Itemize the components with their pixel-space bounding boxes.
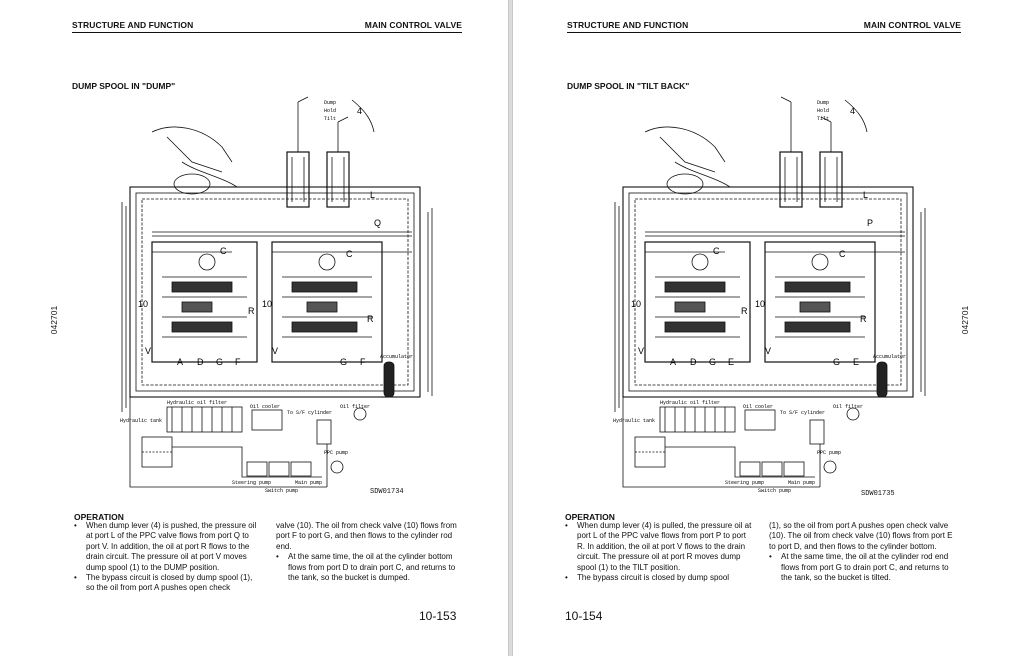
main-pump-label: Main pump — [295, 480, 322, 486]
accumulator-label: Accumulator — [873, 354, 906, 360]
hydraulic-oil-filter-label: Hydraulic oil filter — [167, 400, 227, 406]
port-q-label: Q — [374, 218, 381, 228]
port-v-label-2: V — [272, 346, 278, 356]
port-v-label: V — [638, 346, 644, 356]
text-column-2: (1), so the oil from port A pushes open … — [769, 521, 957, 583]
port-g-label: G — [216, 357, 223, 367]
figure-number: SDW01734 — [370, 488, 404, 496]
paragraph: valve (10). The oil from check valve (10… — [276, 521, 457, 551]
accumulator-label: Accumulator — [380, 354, 413, 360]
hydraulic-tank-label: Hydraulic tank — [613, 418, 655, 424]
right-page: STRUCTURE AND FUNCTION MAIN CONTROL VALV… — [512, 0, 1024, 656]
port-l-label: L — [370, 190, 375, 200]
paragraph: •At the same time, the oil at the cylind… — [276, 552, 456, 583]
oil-filter-label: Oil filter — [833, 404, 863, 410]
page-number: 10-153 — [419, 609, 457, 623]
header-chapter-title: MAIN CONTROL VALVE — [863, 20, 961, 30]
port-g-label-2: G — [340, 357, 347, 367]
paragraph: •When dump lever (4) is pushed, the pres… — [74, 521, 257, 572]
port-f-label: F — [235, 357, 241, 367]
ppc-pump-label: PPC pump — [324, 450, 348, 456]
lever-position-hold: Hold — [817, 108, 829, 114]
header-section-title: STRUCTURE AND FUNCTION — [72, 20, 194, 30]
to-sf-cylinder-label: To S/F cylinder — [780, 410, 825, 416]
callout-10: 10 — [631, 299, 641, 309]
circuit-svg: 4 Dump Hold Tilt L Q C C 10 10 R R V V G… — [120, 96, 433, 494]
switch-pump-label: Switch pump — [265, 488, 298, 494]
port-c-label-2: C — [839, 249, 846, 259]
figure-title: DUMP SPOOL IN "TILT BACK" — [567, 81, 690, 91]
port-r-label: R — [248, 306, 255, 316]
callout-10: 10 — [138, 299, 148, 309]
port-r-label-2: R — [367, 314, 374, 324]
left-page: STRUCTURE AND FUNCTION MAIN CONTROL VALV… — [0, 0, 509, 656]
port-d-label: D — [197, 357, 204, 367]
to-sf-cylinder-label: To S/F cylinder — [287, 410, 332, 416]
section-heading: OPERATION — [565, 512, 615, 522]
text-column-1: •When dump lever (4) is pulled, the pres… — [565, 521, 753, 583]
port-a-label: A — [177, 357, 183, 367]
section-heading: OPERATION — [74, 512, 124, 522]
side-code: 042701 — [49, 305, 60, 335]
callout-4: 4 — [357, 106, 362, 116]
figure-title: DUMP SPOOL IN "DUMP" — [72, 81, 176, 91]
running-header: STRUCTURE AND FUNCTION MAIN CONTROL VALV… — [72, 20, 462, 33]
hydraulic-oil-filter-label: Hydraulic oil filter — [660, 400, 720, 406]
main-pump-label: Main pump — [788, 480, 815, 486]
text-column-2: valve (10). The oil from check valve (10… — [276, 521, 458, 583]
port-g-label: G — [709, 357, 716, 367]
page-number: 10-154 — [565, 609, 603, 623]
side-code: 042701 — [960, 305, 971, 335]
hydraulic-circuit-diagram: 4 Dump Hold Tilt L P C C 10 10 R R V V G… — [605, 92, 935, 502]
paragraph: •At the same time, the oil at the cylind… — [769, 552, 949, 583]
port-c-label: C — [220, 246, 227, 256]
port-f-label-2: F — [360, 357, 366, 367]
figure-number: SDW01735 — [861, 490, 895, 498]
ppc-pump-label: PPC pump — [817, 450, 841, 456]
lever-position-dump: Dump — [817, 100, 829, 106]
lever-position-tilt: Tilt — [324, 116, 336, 122]
port-e-label-2: E — [853, 357, 859, 367]
port-e-label: E — [728, 357, 734, 367]
port-r-label-2: R — [860, 314, 867, 324]
header-section-title: STRUCTURE AND FUNCTION — [567, 20, 689, 30]
oil-filter-label: Oil filter — [340, 404, 370, 410]
port-g-label-2: G — [833, 357, 840, 367]
port-a-label: A — [670, 357, 676, 367]
paragraph: •The bypass circuit is closed by dump sp… — [565, 573, 730, 583]
paragraph: (1), so the oil from port A pushes open … — [769, 521, 953, 551]
port-c-label-2: C — [346, 249, 353, 259]
port-v-label: V — [145, 346, 151, 356]
port-v-label-2: V — [765, 346, 771, 356]
oil-cooler-label: Oil cooler — [250, 404, 280, 410]
port-p-label: P — [867, 218, 873, 228]
running-header: STRUCTURE AND FUNCTION MAIN CONTROL VALV… — [567, 20, 961, 33]
header-chapter-title: MAIN CONTROL VALVE — [364, 20, 462, 30]
callout-4: 4 — [850, 106, 855, 116]
circuit-svg: 4 Dump Hold Tilt L P C C 10 10 R R V V G… — [613, 96, 926, 494]
paragraph: •The bypass circuit is closed by dump sp… — [74, 573, 253, 593]
oil-cooler-label: Oil cooler — [743, 404, 773, 410]
lever-position-dump: Dump — [324, 100, 336, 106]
paragraph: •When dump lever (4) is pulled, the pres… — [565, 521, 752, 572]
lever-position-hold: Hold — [324, 108, 336, 114]
steering-pump-label: Steering pump — [232, 480, 271, 486]
port-c-label: C — [713, 246, 720, 256]
steering-pump-label: Steering pump — [725, 480, 764, 486]
port-l-label: L — [863, 190, 868, 200]
lever-position-tilt: Tilt — [817, 116, 829, 122]
port-d-label: D — [690, 357, 697, 367]
text-column-1: •When dump lever (4) is pushed, the pres… — [74, 521, 258, 594]
hydraulic-tank-label: Hydraulic tank — [120, 418, 162, 424]
port-r-label: R — [741, 306, 748, 316]
callout-10-2: 10 — [755, 299, 765, 309]
switch-pump-label: Switch pump — [758, 488, 791, 494]
callout-10-2: 10 — [262, 299, 272, 309]
hydraulic-circuit-diagram: 4 Dump Hold Tilt L Q C C 10 10 R R V V G… — [112, 92, 442, 502]
